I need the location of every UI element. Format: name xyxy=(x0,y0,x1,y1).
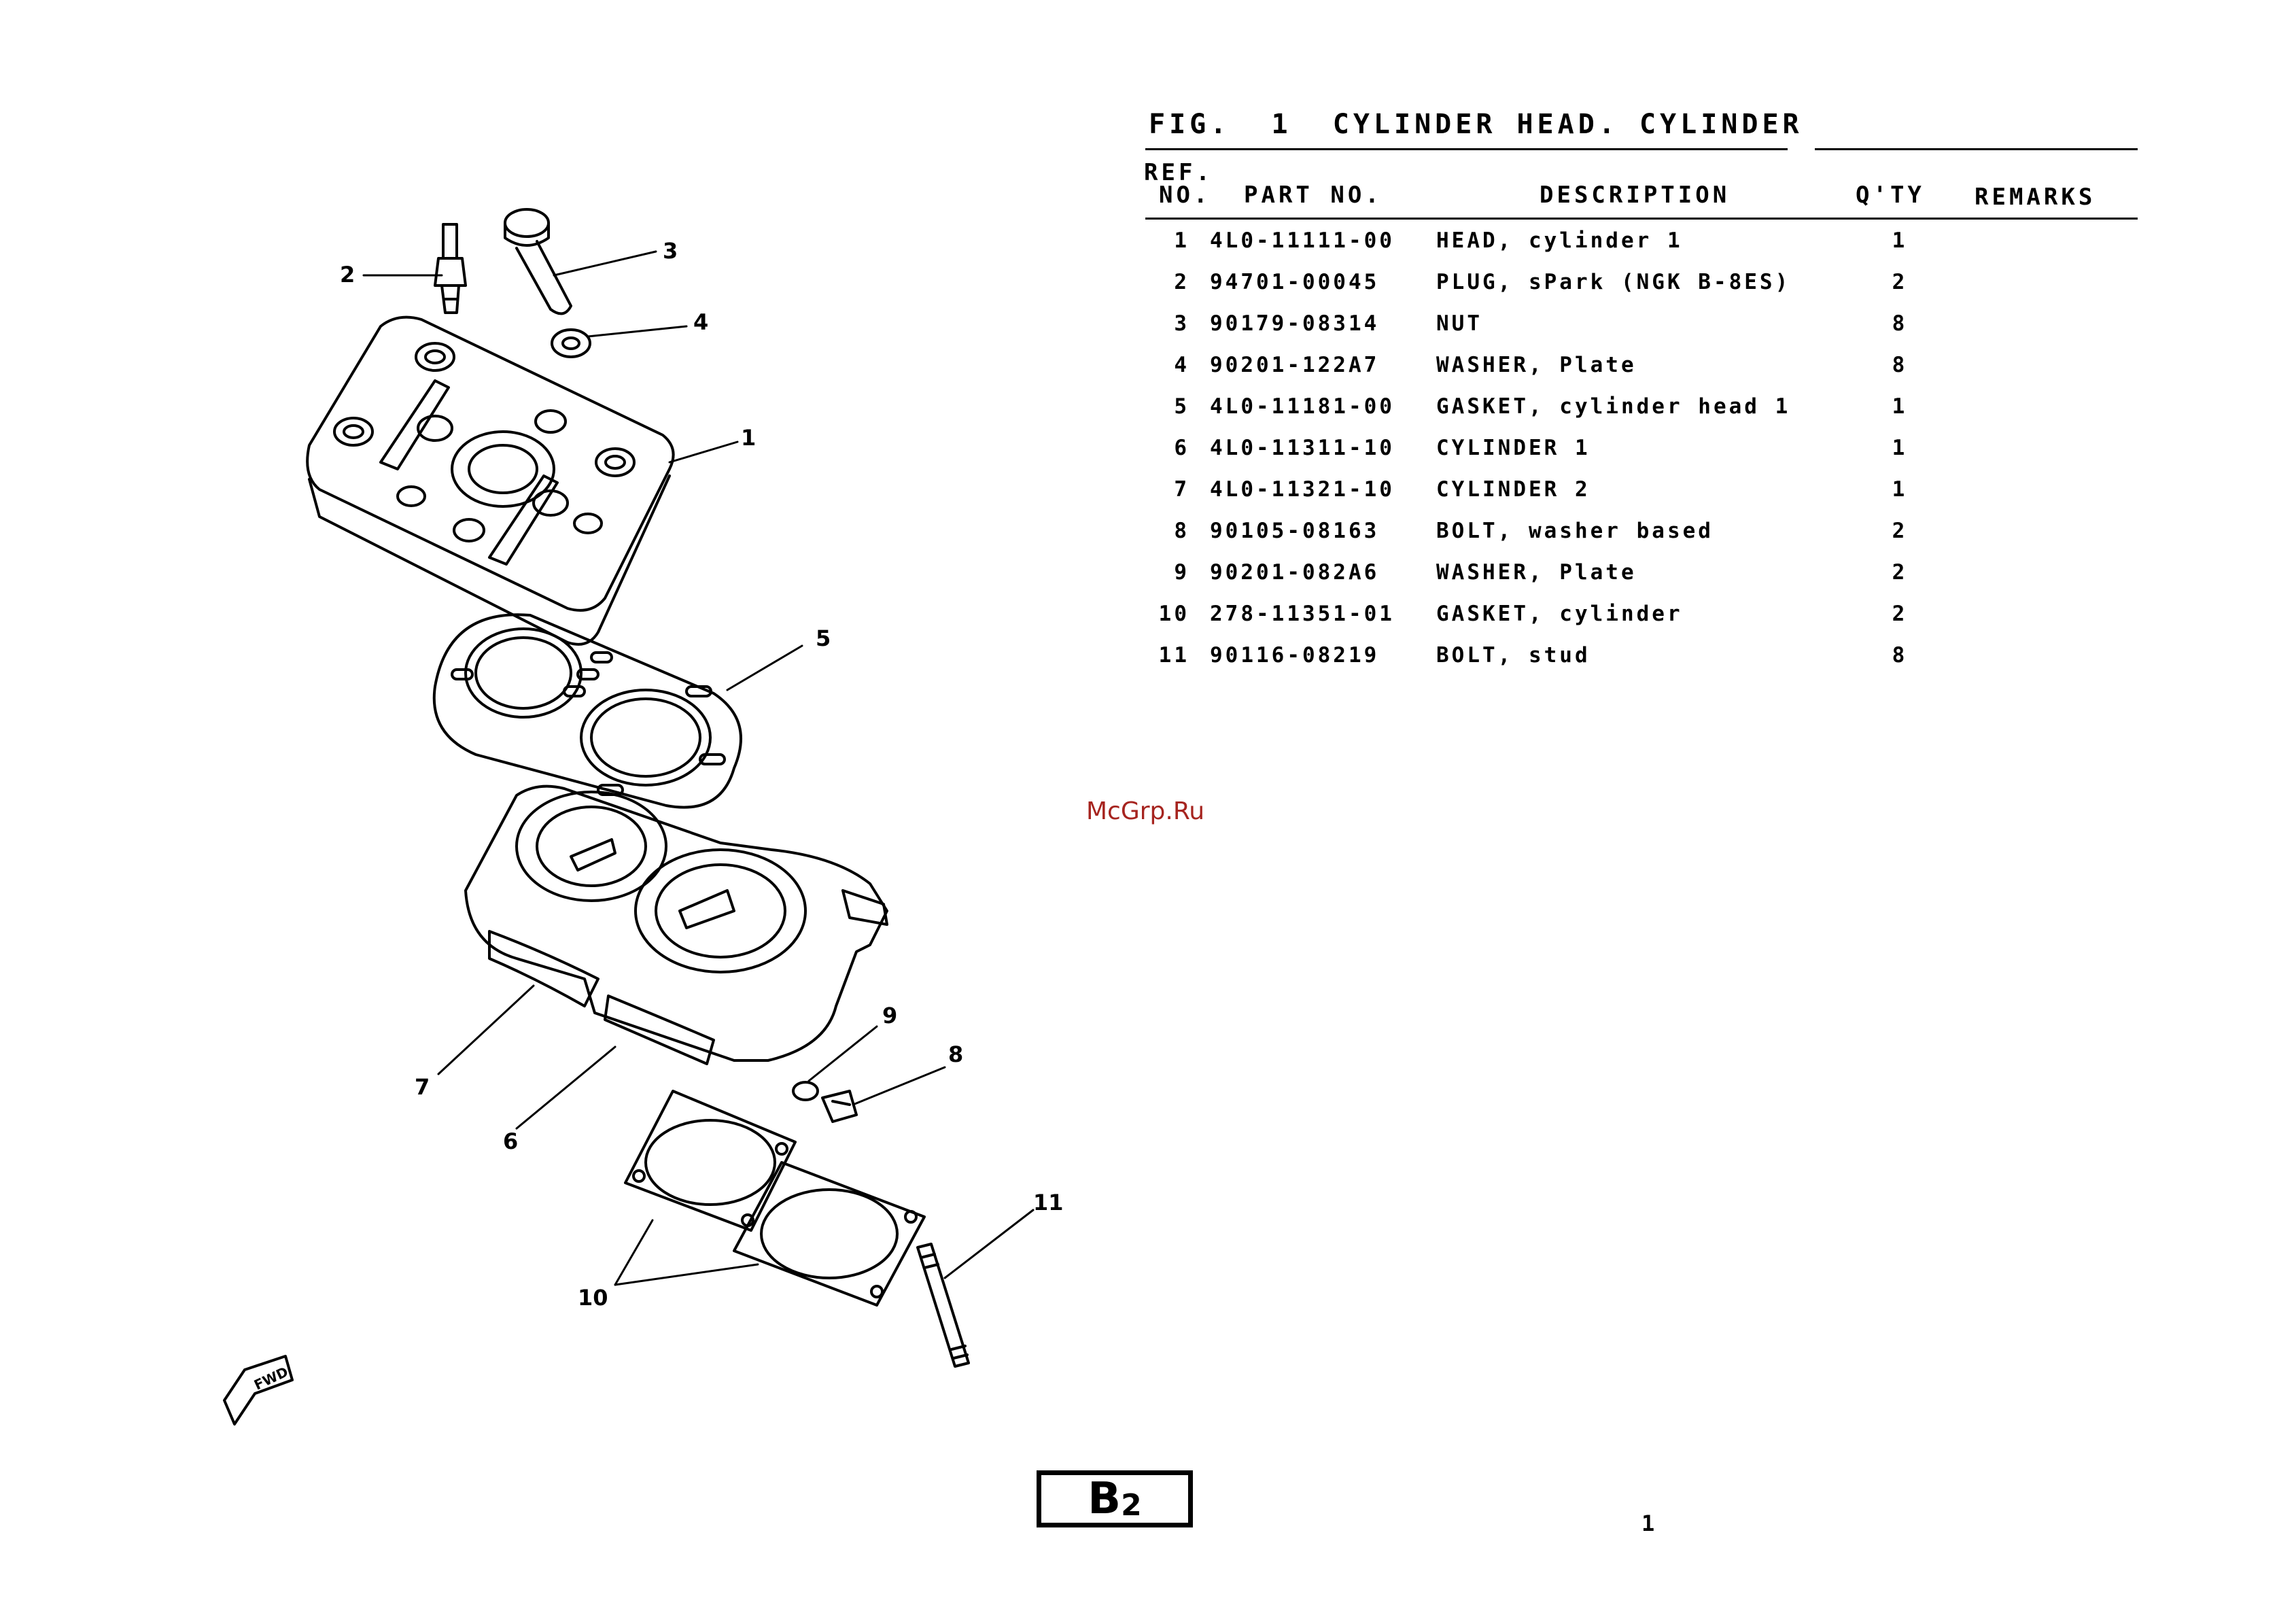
cell-qty: 8 xyxy=(1892,643,1908,668)
cell-part-no: 90201-082A6 xyxy=(1210,560,1380,585)
column-header-qty: Q'TY xyxy=(1856,182,1925,209)
cell-description: WASHER, Plate xyxy=(1436,353,1637,377)
cell-description: WASHER, Plate xyxy=(1436,560,1637,585)
column-header-description: DESCRIPTION xyxy=(1540,182,1731,209)
cell-ref: 9 xyxy=(1174,560,1189,585)
cell-part-no: 90105-08163 xyxy=(1210,519,1380,543)
cell-description: PLUG, sPark (NGK B-8ES) xyxy=(1436,270,1791,294)
page-number: 1 xyxy=(1641,1510,1655,1536)
cell-part-no: 90201-122A7 xyxy=(1210,353,1380,377)
cell-description: GASKET, cylinder xyxy=(1436,602,1683,626)
cell-part-no: 90179-08314 xyxy=(1210,311,1380,336)
exploded-parts-diagram: 2 3 4 1 5 7 6 9 8 10 11 FWD xyxy=(0,0,1088,1621)
fwd-arrow-icon xyxy=(223,1355,294,1426)
cylinder-block-part xyxy=(464,784,888,1065)
cell-ref: 6 xyxy=(1174,436,1189,460)
cell-ref: 3 xyxy=(1174,311,1189,336)
diagram-svg: 2 3 4 1 5 7 6 9 8 10 11 FWD xyxy=(223,208,1064,1426)
cell-qty: 1 xyxy=(1892,436,1908,460)
cell-part-no: 4L0-11181-00 xyxy=(1210,394,1395,419)
cell-ref: 1 xyxy=(1174,228,1189,253)
section-sub: 2 xyxy=(1121,1487,1142,1523)
callout-2: 2 xyxy=(340,262,355,288)
cell-qty: 2 xyxy=(1892,270,1908,294)
spark-plug-part xyxy=(434,223,467,314)
nut-part xyxy=(504,208,572,315)
cell-qty: 8 xyxy=(1892,311,1908,336)
section-code: B xyxy=(1088,1474,1122,1524)
cell-ref: 10 xyxy=(1158,602,1189,626)
callout-5: 5 xyxy=(816,625,831,651)
cell-ref: 5 xyxy=(1174,394,1189,419)
cell-part-no: 4L0-11311-10 xyxy=(1210,436,1395,460)
callout-6: 6 xyxy=(503,1128,518,1154)
column-header-remarks: REMARKS xyxy=(1975,184,2096,211)
leader-lines xyxy=(362,250,1035,1286)
cell-description: BOLT, stud xyxy=(1436,643,1591,668)
cell-qty: 8 xyxy=(1892,353,1908,377)
cell-description: CYLINDER 1 xyxy=(1436,436,1591,460)
title-rule-left xyxy=(1145,148,1788,150)
cell-part-no: 90116-08219 xyxy=(1210,643,1380,668)
header-rule xyxy=(1145,218,2138,220)
cell-ref: 8 xyxy=(1174,519,1189,543)
column-header-part-no: PART NO. xyxy=(1244,182,1383,209)
cell-ref: 7 xyxy=(1174,477,1189,502)
cell-part-no: 4L0-11111-00 xyxy=(1210,228,1395,253)
cell-ref: 4 xyxy=(1174,353,1189,377)
column-header-ref-bottom: NO. xyxy=(1159,182,1211,209)
callout-10: 10 xyxy=(578,1285,608,1311)
callout-9: 9 xyxy=(882,1003,897,1029)
callout-7: 7 xyxy=(415,1074,430,1100)
washer-plate-part xyxy=(551,328,591,358)
title-rule-right xyxy=(1815,148,2138,150)
cell-qty: 2 xyxy=(1892,602,1908,626)
bolt-washer-based-part xyxy=(821,1090,858,1123)
stud-bolt-part xyxy=(916,1243,970,1368)
callout-4: 4 xyxy=(693,309,708,335)
cell-qty: 1 xyxy=(1892,477,1908,502)
cylinder-head-gasket-part xyxy=(432,613,742,809)
cell-part-no: 4L0-11321-10 xyxy=(1210,477,1395,502)
cell-description: BOLT, washer based xyxy=(1436,519,1714,543)
callout-8: 8 xyxy=(948,1041,963,1067)
cell-qty: 1 xyxy=(1892,228,1908,253)
cell-description: HEAD, cylinder 1 xyxy=(1436,228,1683,253)
cell-qty: 2 xyxy=(1892,519,1908,543)
cell-qty: 1 xyxy=(1892,394,1908,419)
cell-qty: 2 xyxy=(1892,560,1908,585)
cylinder-gasket-part xyxy=(624,1090,926,1307)
washer-part xyxy=(792,1081,819,1101)
cell-description: NUT xyxy=(1436,311,1482,336)
cell-ref: 2 xyxy=(1174,270,1189,294)
cell-ref: 11 xyxy=(1158,643,1189,668)
cylinder-head-part xyxy=(306,315,675,646)
callout-11: 11 xyxy=(1033,1190,1064,1215)
callout-labels: 2 3 4 1 5 7 6 9 8 10 11 FWD xyxy=(251,238,1064,1394)
callout-3: 3 xyxy=(663,238,678,264)
figure-title: FIG. 1 CYLINDER HEAD. CYLINDER xyxy=(1149,109,1803,140)
callout-1: 1 xyxy=(741,425,756,451)
cell-description: CYLINDER 2 xyxy=(1436,477,1591,502)
cell-description: GASKET, cylinder head 1 xyxy=(1436,394,1791,419)
cell-part-no: 94701-00045 xyxy=(1210,270,1380,294)
column-header-ref-top: REF. xyxy=(1144,159,1213,186)
cell-part-no: 278-11351-01 xyxy=(1210,602,1395,626)
watermark: McGrp.Ru xyxy=(1086,797,1205,825)
